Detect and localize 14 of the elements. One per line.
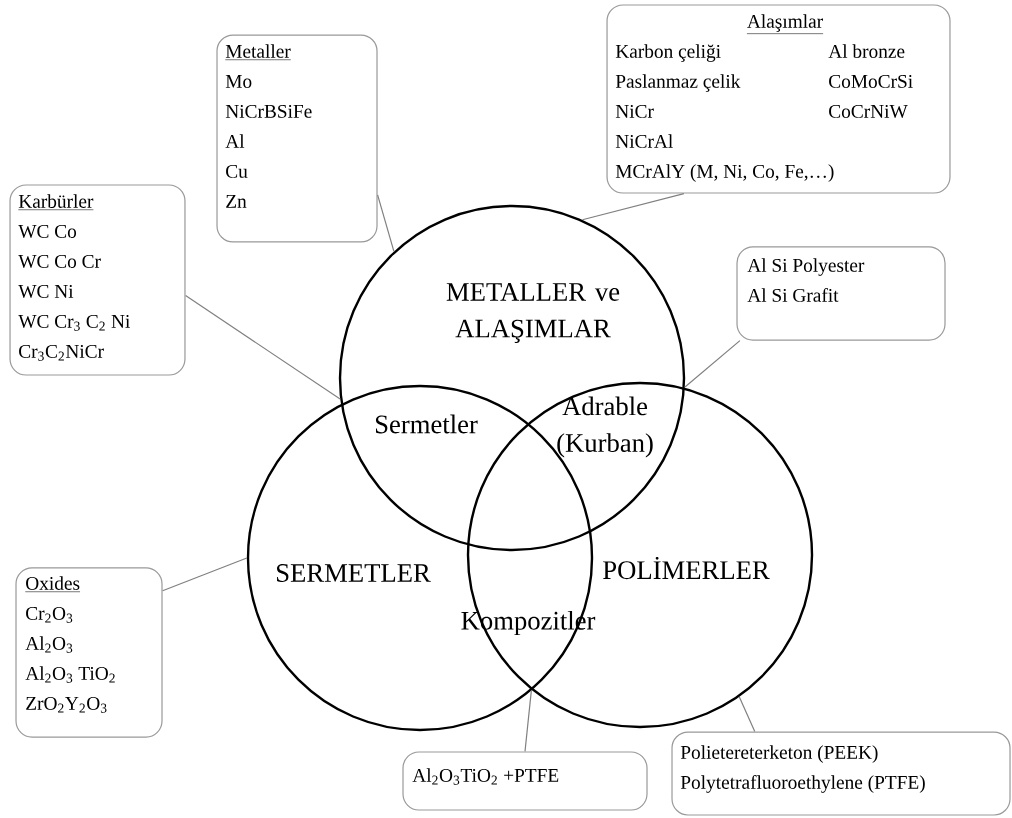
leader-line xyxy=(162,557,248,592)
leader-line xyxy=(377,194,395,252)
text-box: Karbürler WC Co WC Co Cr WC Ni WC Cr$_{3}$ C$_{2}$ Ni Cr$_{3}$C$_{2}$NiCr xyxy=(9,184,186,376)
region-label: Sermetler xyxy=(375,414,478,434)
text-box: Metaller Mo NiCrBSiFe Al Cu Zn xyxy=(216,34,378,243)
leader-line xyxy=(581,193,685,221)
leader-line xyxy=(738,696,756,733)
region-label: Adrable (Kurban) xyxy=(557,396,653,458)
leader-line xyxy=(184,294,341,400)
text-box: Al$_{2}$O$_{3}$TiO$_{2}$ +PTFE xyxy=(402,751,648,811)
text-box: Al Si Polyester Al Si Grafit xyxy=(736,246,946,341)
text-box: Polietereterketon (PEEK) Polytetrafluoroethylene (PTFE) xyxy=(671,731,1011,816)
text-box: Oxides Cr$_{2}$O$_{3}$ Al$_{2}$O$_{3}$ Al$_{2}$O$_{3}$ TiO$_{2}$ ZrO$_{2}$Y$_{2}$O$_{3}$ xyxy=(15,567,163,738)
text-box: Alaşımlar Al bronze CoMoCrSi CoCrNiW Karbon çeliği Paslanmaz çelik NiCr NiCrAl MCrAlY (M, Ni, Co, Fe,…) xyxy=(606,4,951,194)
